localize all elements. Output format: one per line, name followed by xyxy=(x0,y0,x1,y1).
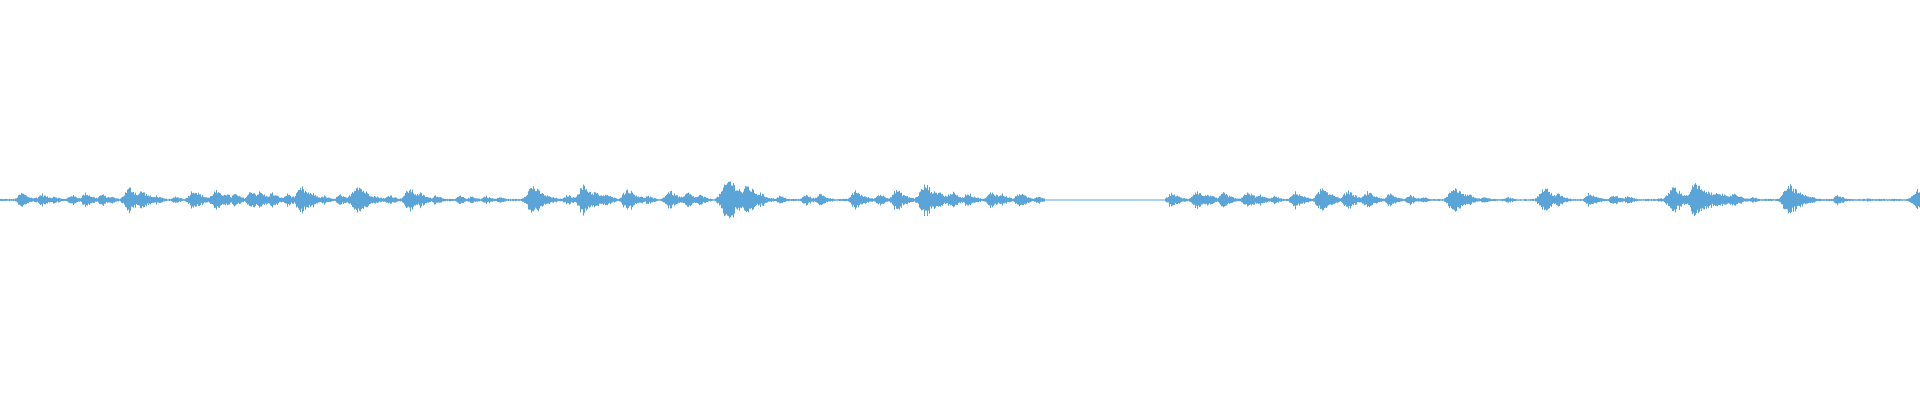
waveform-trace xyxy=(0,181,1920,219)
